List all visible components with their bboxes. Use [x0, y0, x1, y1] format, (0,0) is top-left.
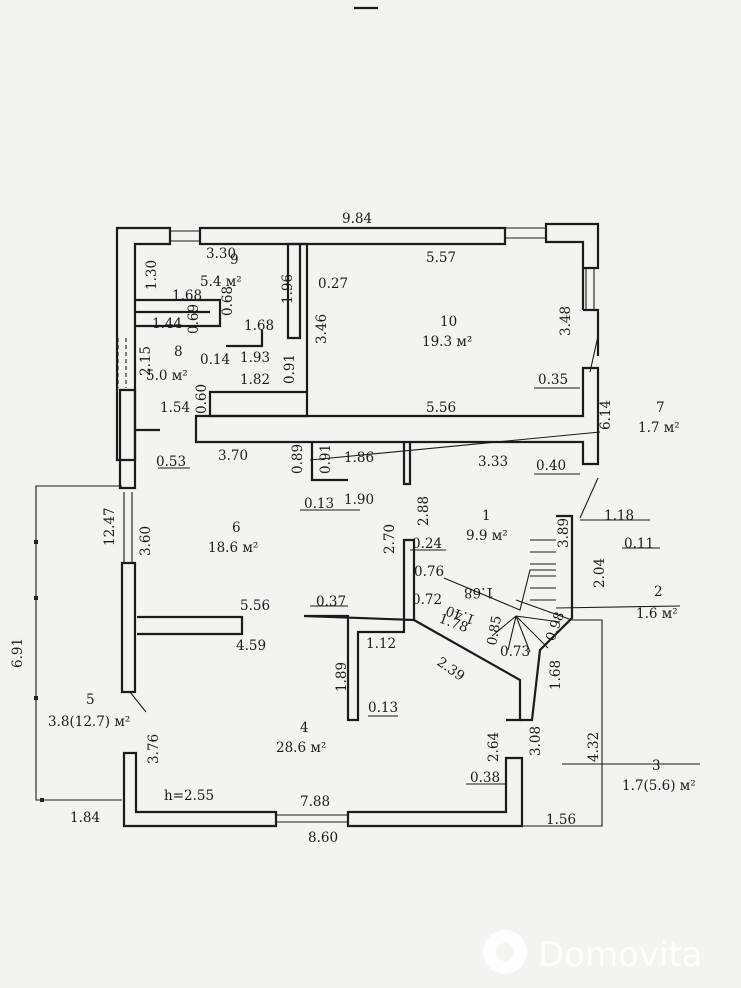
dim-label: 0.24: [412, 536, 442, 552]
room-6-number: 6: [232, 520, 241, 536]
dim-label: 4.32: [586, 732, 602, 762]
dim-label: 0.60: [194, 384, 210, 414]
dim-label: 6.14: [598, 400, 614, 430]
dim-label: 1.93: [240, 350, 270, 366]
dim-label: 0.89: [290, 444, 306, 474]
dim-label: 1.30: [144, 260, 160, 290]
dim-label: 1.54: [160, 400, 190, 416]
watermark-brand: Domovita: [538, 935, 703, 975]
room-3-number: 3: [652, 758, 661, 774]
dim-label: 1.12: [366, 636, 396, 652]
watermark: Domovita: [483, 930, 703, 975]
dim-label: 1.68: [172, 288, 202, 304]
room-7-number: 7: [656, 400, 665, 416]
dim-label: 1.96: [280, 274, 296, 304]
dimension-labels: 9.84 3.30 5.57 1.30 1.96 0.27 1.68 0.68 …: [10, 211, 654, 846]
dim-label: 12.47: [102, 507, 118, 546]
dim-label: 7.88: [300, 794, 330, 810]
dim-label: 2.39: [434, 654, 468, 684]
room-9-number: 9: [230, 252, 239, 268]
dim-label: 1.84: [70, 810, 100, 826]
dim-label: 3.89: [556, 518, 572, 548]
dim-label: 0.72: [412, 592, 442, 608]
dim-label: 5.57: [426, 250, 456, 266]
dim-label: 0.73: [500, 644, 530, 660]
dim-label: 3.33: [478, 454, 508, 470]
dim-label: 2.88: [416, 496, 432, 526]
dim-label: 6.91: [10, 638, 26, 668]
room-6-area: 18.6 м²: [208, 540, 258, 556]
dim-label: 0.38: [470, 770, 500, 786]
dim-top-width: 9.84: [342, 211, 372, 227]
room-5-number: 5: [86, 692, 95, 708]
room-2-area: 1.6 м²: [636, 606, 678, 622]
dim-label: 2.70: [382, 524, 398, 554]
exterior-walls: [115, 222, 600, 828]
dim-label: 2.04: [592, 558, 608, 588]
dim-label: 3.08: [528, 726, 544, 756]
room-8-area: 5.0 м²: [146, 368, 188, 384]
dim-label: 5.56: [240, 598, 270, 614]
dim-label: 3.30: [206, 246, 236, 262]
room-3-area: 1.7(5.6) м²: [622, 778, 696, 794]
dim-label: 8.60: [308, 830, 338, 846]
room-4-number: 4: [300, 720, 309, 736]
dim-label: 1.68: [464, 584, 494, 600]
room-1-number: 1: [482, 508, 491, 524]
dim-label: 1.68: [244, 318, 274, 334]
dim-label: 3.48: [558, 306, 574, 336]
dim-label: 0.76: [414, 564, 444, 580]
dim-label: 3.46: [314, 314, 330, 344]
terrace-outlines: [34, 485, 603, 827]
room-7-area: 1.7 м²: [638, 420, 680, 436]
dim-label: 1.82: [240, 372, 270, 388]
dim-label: 4.59: [236, 638, 266, 654]
dim-label: 0.13: [304, 496, 334, 512]
dim-label: 0.13: [368, 700, 398, 716]
dim-label: 1.18: [604, 508, 634, 524]
dim-label: 0.37: [316, 594, 346, 610]
dim-label: 0.11: [624, 536, 654, 552]
room-9-area: 5.4 м²: [200, 274, 242, 290]
room-10-number: 10: [440, 314, 457, 330]
dim-label: 1.44: [152, 316, 182, 332]
dim-label: 3.60: [138, 526, 154, 556]
dim-label: 1.89: [334, 662, 350, 692]
staircase: [443, 539, 573, 653]
dim-label: 0.85: [484, 614, 505, 646]
dim-label: 5.56: [426, 400, 456, 416]
room-8-number: 8: [174, 344, 183, 360]
dim-label: 0.68: [220, 286, 236, 316]
room-1-area: 9.9 м²: [466, 528, 508, 544]
dim-label: 0.69: [186, 304, 202, 334]
dim-label: 0.14: [200, 352, 230, 368]
room-labels: 9 5.4 м² 10 19.3 м² 8 5.0 м² 7 1.7 м² 1 …: [48, 252, 696, 794]
dim-label: 1.56: [546, 812, 576, 828]
room-5-area: 3.8(12.7) м²: [48, 714, 130, 730]
dim-label: 1.68: [548, 660, 564, 690]
windows: [117, 227, 595, 823]
room-4-area: 28.6 м²: [276, 740, 326, 756]
dim-label: 0.27: [318, 276, 348, 292]
dim-label: 0.91: [282, 354, 298, 384]
interior-walls: [118, 242, 600, 722]
dim-label: 0.35: [538, 372, 568, 388]
dim-label: 0.40: [536, 458, 566, 474]
room-2-number: 2: [654, 584, 663, 600]
dim-label: 1.90: [344, 492, 374, 508]
dim-label: 1.86: [344, 450, 374, 466]
dim-label: 0.91: [318, 444, 334, 474]
dim-label: 3.70: [218, 448, 248, 464]
dim-label: 2.64: [486, 732, 502, 762]
leader-lines: [129, 335, 700, 785]
dim-label: 2.15: [138, 346, 154, 376]
ceiling-height-note: h=2.55: [164, 788, 214, 804]
dim-label: 0.53: [156, 454, 186, 470]
dim-label: 3.76: [146, 734, 162, 764]
room-10-area: 19.3 м²: [422, 334, 472, 350]
